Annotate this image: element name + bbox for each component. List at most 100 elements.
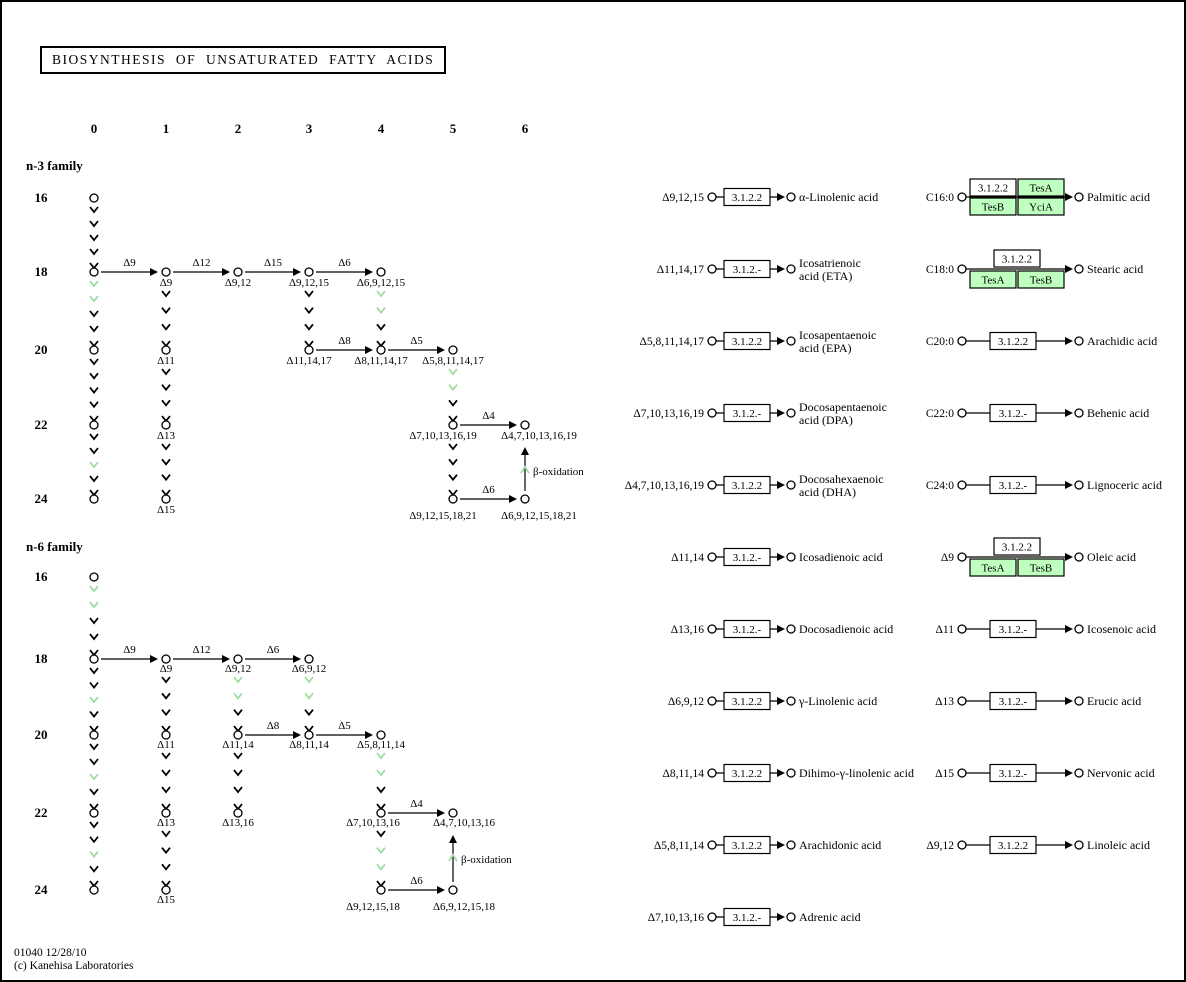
compound-node[interactable] [89, 420, 99, 430]
substrate-node[interactable] [707, 480, 717, 490]
compound-node[interactable] [89, 885, 99, 895]
product-node[interactable] [786, 768, 796, 778]
substrate-node[interactable] [707, 624, 717, 634]
product-node[interactable] [1074, 624, 1084, 634]
enzyme-box[interactable] [723, 259, 771, 279]
compound-node[interactable] [233, 267, 243, 277]
compound-node[interactable] [161, 494, 171, 504]
enzyme-box[interactable] [969, 270, 1017, 289]
compound-node[interactable] [89, 494, 99, 504]
enzyme-box[interactable] [993, 537, 1041, 556]
substrate-node[interactable] [957, 336, 967, 346]
substrate-node[interactable] [957, 480, 967, 490]
product-node[interactable] [786, 552, 796, 562]
compound-node[interactable] [233, 654, 243, 664]
product-node[interactable] [1074, 408, 1084, 418]
product-node[interactable] [786, 336, 796, 346]
product-node[interactable] [786, 408, 796, 418]
enzyme-box[interactable] [1017, 270, 1065, 289]
product-node[interactable] [786, 624, 796, 634]
product-node[interactable] [786, 696, 796, 706]
enzyme-box[interactable] [723, 547, 771, 567]
substrate-node[interactable] [957, 768, 967, 778]
compound-node[interactable] [520, 420, 530, 430]
compound-node[interactable] [376, 730, 386, 740]
enzyme-box[interactable] [989, 691, 1037, 711]
enzyme-box[interactable] [723, 187, 771, 207]
product-node[interactable] [786, 840, 796, 850]
compound-node[interactable] [376, 885, 386, 895]
enzyme-box[interactable] [723, 763, 771, 783]
substrate-node[interactable] [707, 552, 717, 562]
enzyme-box[interactable] [989, 619, 1037, 639]
compound-node[interactable] [89, 193, 99, 203]
compound-node[interactable] [304, 654, 314, 664]
compound-node[interactable] [376, 808, 386, 818]
enzyme-box[interactable] [989, 475, 1037, 495]
compound-node[interactable] [89, 808, 99, 818]
compound-node[interactable] [448, 420, 458, 430]
enzyme-box[interactable] [1017, 178, 1065, 197]
substrate-node[interactable] [707, 192, 717, 202]
compound-node[interactable] [233, 808, 243, 818]
compound-node[interactable] [161, 885, 171, 895]
substrate-node[interactable] [707, 696, 717, 706]
enzyme-box[interactable] [723, 475, 771, 495]
compound-node[interactable] [520, 494, 530, 504]
compound-node[interactable] [89, 267, 99, 277]
product-node[interactable] [1074, 696, 1084, 706]
substrate-node[interactable] [957, 624, 967, 634]
substrate-node[interactable] [957, 840, 967, 850]
compound-node[interactable] [89, 572, 99, 582]
compound-node[interactable] [448, 885, 458, 895]
compound-node[interactable] [89, 730, 99, 740]
product-node[interactable] [1074, 552, 1084, 562]
substrate-node[interactable] [707, 408, 717, 418]
compound-node[interactable] [89, 345, 99, 355]
compound-node[interactable] [89, 654, 99, 664]
substrate-node[interactable] [957, 552, 967, 562]
compound-node[interactable] [448, 808, 458, 818]
compound-node[interactable] [233, 730, 243, 740]
compound-node[interactable] [448, 345, 458, 355]
compound-node[interactable] [161, 808, 171, 818]
product-node[interactable] [786, 912, 796, 922]
substrate-node[interactable] [707, 336, 717, 346]
enzyme-box[interactable] [723, 691, 771, 711]
enzyme-box[interactable] [989, 331, 1037, 351]
compound-node[interactable] [448, 494, 458, 504]
enzyme-box[interactable] [1017, 197, 1065, 216]
enzyme-box[interactable] [969, 558, 1017, 577]
substrate-node[interactable] [957, 264, 967, 274]
substrate-node[interactable] [957, 408, 967, 418]
product-node[interactable] [1074, 768, 1084, 778]
enzyme-box[interactable] [723, 619, 771, 639]
product-node[interactable] [1074, 264, 1084, 274]
enzyme-box[interactable] [1017, 558, 1065, 577]
enzyme-box[interactable] [723, 835, 771, 855]
product-node[interactable] [1074, 192, 1084, 202]
enzyme-box[interactable] [723, 331, 771, 351]
product-node[interactable] [1074, 336, 1084, 346]
product-node[interactable] [786, 192, 796, 202]
product-node[interactable] [1074, 840, 1084, 850]
compound-node[interactable] [161, 267, 171, 277]
substrate-node[interactable] [707, 840, 717, 850]
product-node[interactable] [786, 480, 796, 490]
product-node[interactable] [1074, 480, 1084, 490]
compound-node[interactable] [161, 654, 171, 664]
substrate-node[interactable] [707, 912, 717, 922]
enzyme-box[interactable] [989, 763, 1037, 783]
substrate-node[interactable] [957, 192, 967, 202]
substrate-node[interactable] [707, 768, 717, 778]
enzyme-box[interactable] [993, 249, 1041, 268]
substrate-node[interactable] [957, 696, 967, 706]
compound-node[interactable] [161, 730, 171, 740]
compound-node[interactable] [304, 345, 314, 355]
enzyme-box[interactable] [969, 178, 1017, 197]
enzyme-box[interactable] [989, 403, 1037, 423]
enzyme-box[interactable] [723, 403, 771, 423]
compound-node[interactable] [161, 345, 171, 355]
enzyme-box[interactable] [989, 835, 1037, 855]
compound-node[interactable] [376, 267, 386, 277]
